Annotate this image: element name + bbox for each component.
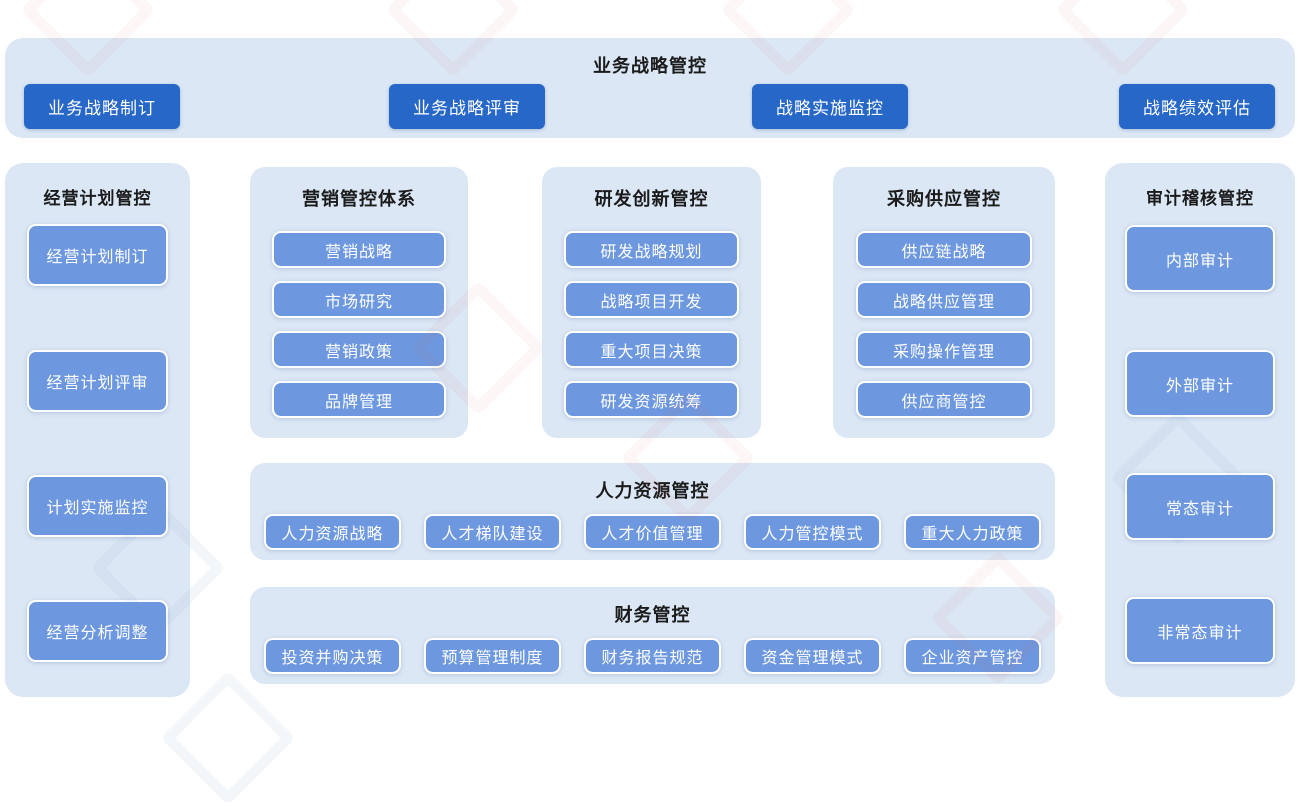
item-market-research: 市场研究 xyxy=(272,281,446,318)
item-marketing-policy: 营销政策 xyxy=(272,331,446,368)
button-strategy-formulation: 业务战略制订 xyxy=(24,84,180,129)
item-capital-management-model: 资金管理模式 xyxy=(744,638,881,674)
item-internal-audit: 内部审计 xyxy=(1125,225,1275,292)
item-operation-analysis-adjustment: 经营分析调整 xyxy=(27,600,168,662)
item-major-project-decision: 重大项目决策 xyxy=(564,331,739,368)
operation-plan-title: 经营计划管控 xyxy=(43,189,152,208)
item-major-hr-policy: 重大人力政策 xyxy=(904,514,1041,550)
item-strategic-project-development: 战略项目开发 xyxy=(564,281,739,318)
item-procurement-operation-management: 采购操作管理 xyxy=(856,331,1032,368)
item-corporate-asset-control: 企业资产管控 xyxy=(904,638,1041,674)
hr-title: 人力资源管控 xyxy=(595,481,710,501)
button-strategy-implementation-monitoring: 战略实施监控 xyxy=(752,84,908,129)
panel-business-strategy xyxy=(5,38,1295,138)
item-hr-strategy: 人力资源战略 xyxy=(264,514,401,550)
audit-title: 审计稽核管控 xyxy=(1146,189,1254,208)
item-brand-management: 品牌管理 xyxy=(272,381,446,418)
item-plan-monitoring: 计划实施监控 xyxy=(27,475,168,537)
item-rnd-resource-coordination: 研发资源统筹 xyxy=(564,381,739,418)
rnd-title: 研发创新管控 xyxy=(594,189,709,209)
item-rnd-strategy-planning: 研发战略规划 xyxy=(564,231,739,268)
item-talent-value-management: 人才价值管理 xyxy=(584,514,721,550)
item-talent-pipeline: 人才梯队建设 xyxy=(424,514,561,550)
item-marketing-strategy: 营销战略 xyxy=(272,231,446,268)
button-strategy-performance-evaluation: 战略绩效评估 xyxy=(1119,84,1275,129)
finance-title: 财务管控 xyxy=(614,605,691,625)
item-financial-reporting-standards: 财务报告规范 xyxy=(584,638,721,674)
item-plan-review: 经营计划评审 xyxy=(27,350,168,412)
item-supplier-control: 供应商管控 xyxy=(856,381,1032,418)
item-investment-ma-decision: 投资并购决策 xyxy=(264,638,401,674)
item-irregular-audit: 非常态审计 xyxy=(1125,597,1275,664)
item-regular-audit: 常态审计 xyxy=(1125,473,1275,540)
item-supply-chain-strategy: 供应链战略 xyxy=(856,231,1032,268)
business-strategy-title: 业务战略管控 xyxy=(593,56,707,76)
item-budget-management-system: 预算管理制度 xyxy=(424,638,561,674)
item-hr-control-model: 人力管控模式 xyxy=(744,514,881,550)
item-external-audit: 外部审计 xyxy=(1125,350,1275,417)
marketing-title: 营销管控体系 xyxy=(302,189,416,209)
button-strategy-review: 业务战略评审 xyxy=(389,84,545,129)
item-strategic-supply-management: 战略供应管理 xyxy=(856,281,1032,318)
procurement-title: 采购供应管控 xyxy=(887,189,1001,209)
item-plan-formulation: 经营计划制订 xyxy=(27,224,168,286)
